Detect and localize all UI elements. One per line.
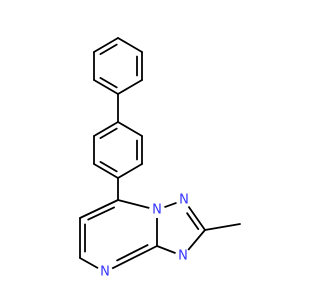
atom-n4: N xyxy=(97,264,113,280)
bond-a1-a2 xyxy=(117,37,143,53)
atom-n2: N xyxy=(176,192,192,208)
bond-n1-n2 xyxy=(163,201,178,209)
bond-n3-c8a xyxy=(156,245,177,255)
bond-c6-c7 xyxy=(79,199,119,219)
bond-a6-a1-inner xyxy=(99,43,118,55)
bond-c7-n1 xyxy=(117,199,151,209)
bonds-group xyxy=(79,37,241,270)
bond-b1-b2 xyxy=(117,121,143,137)
bond-c6-c7-inner xyxy=(87,206,115,221)
bond-c2-me xyxy=(204,223,241,231)
bond-b6-b1-inner xyxy=(99,127,118,140)
bond-a6-a1 xyxy=(93,37,119,53)
bond-a4-a5-inner xyxy=(99,77,118,89)
bond-n2-c2-inner xyxy=(186,212,200,231)
bond-b3-b4 xyxy=(117,163,143,179)
atom-n1: N xyxy=(149,202,165,218)
atom-label-n4: N xyxy=(100,265,110,280)
atom-label-n3: N xyxy=(178,249,188,264)
bond-b6-b1 xyxy=(93,121,119,137)
bond-c2-n3 xyxy=(187,229,206,251)
bond-n2-c2 xyxy=(187,205,206,231)
atom-label-n1: N xyxy=(152,203,162,218)
bond-a4-a5 xyxy=(93,79,119,95)
bond-c8a-n4-inner xyxy=(116,244,149,262)
bond-a3-a4 xyxy=(117,79,143,95)
bond-n4-c5 xyxy=(79,257,99,270)
bond-b4-b5-inner xyxy=(99,160,118,173)
bond-c8a-n4 xyxy=(111,245,158,270)
bond-b4-b5 xyxy=(93,163,119,179)
atom-n3: N xyxy=(175,248,191,264)
molecule-structure-diagram: N N N N xyxy=(79,37,241,280)
atom-label-n2: N xyxy=(179,193,189,208)
atom-labels-group: N N N N xyxy=(97,192,192,280)
